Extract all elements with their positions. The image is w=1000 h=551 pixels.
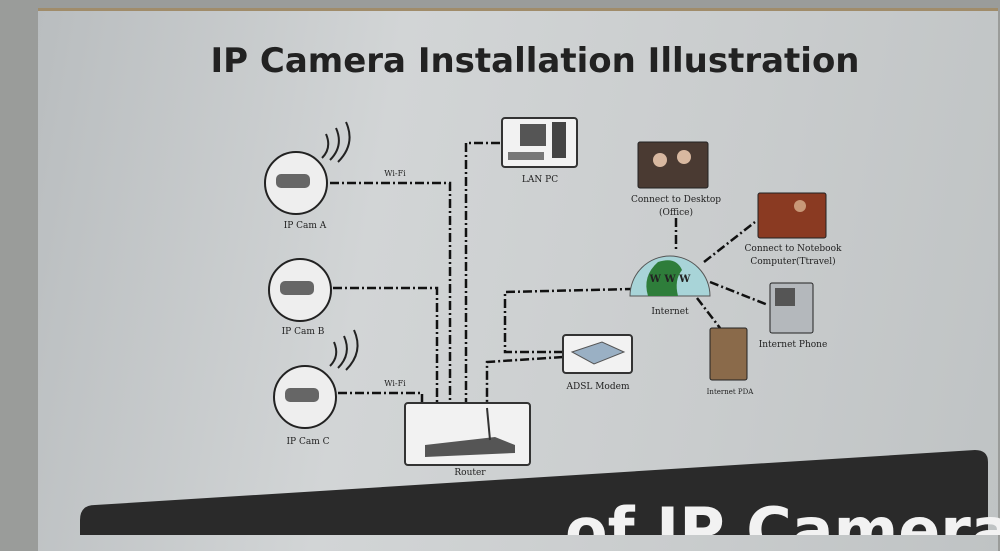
nodes-router-label: Router	[454, 468, 486, 478]
camera-icon	[285, 388, 319, 402]
nodes-modem-label: ADSL Modem	[566, 382, 630, 392]
router-icon	[425, 437, 515, 457]
antenna-icon	[486, 407, 491, 441]
nodes-wifi-a-label: Wi-Fi	[384, 169, 406, 178]
adsl-modem: ADSL Modem	[562, 334, 633, 392]
ip-cam-a: IP Cam A Wi-Fi	[264, 121, 406, 231]
travel-photo	[757, 192, 827, 239]
nodes-cam-a-label: IP Cam A	[284, 221, 327, 231]
link-pc-router	[464, 141, 500, 405]
wifi-signal-icon	[329, 329, 359, 371]
internet-pda: Internet PDA	[707, 327, 755, 396]
link-internet-phone	[709, 280, 769, 307]
link-modem-router	[485, 355, 564, 405]
nodes-notebook-1-label: Connect to Notebook	[745, 244, 842, 254]
installation-diagram: IP Camera Installation Illustration IP C…	[80, 41, 1000, 535]
tower-icon	[552, 122, 566, 158]
bottom-banner: of IP Camera	[80, 450, 1000, 535]
nodes-internet-label: Internet	[651, 307, 689, 317]
ip-cam-b: IP Cam B	[268, 258, 332, 337]
nodes-globe-text-label: W W W	[649, 274, 691, 285]
lan-pc: LAN PC	[501, 117, 578, 185]
link-modem-internet	[503, 287, 633, 354]
router: Router	[404, 402, 531, 478]
link-cam-c-router	[338, 391, 424, 405]
ip-cam-c: IP Cam C Wi-Fi	[273, 329, 406, 447]
modem-icon	[570, 341, 626, 365]
connections	[330, 141, 769, 405]
notebook-travel: Connect to Notebook Computer(Ttravel)	[745, 192, 842, 267]
nodes-pda-label: Internet PDA	[707, 388, 755, 396]
camera-icon	[276, 174, 310, 188]
wifi-signal-icon	[321, 121, 351, 163]
pda-photo	[709, 327, 748, 381]
internet-globe: W W W Internet	[629, 255, 711, 317]
nodes-cam-b-label: IP Cam B	[282, 327, 325, 337]
link-internet-notebook	[703, 221, 756, 263]
nodes-wifi-c-label: Wi-Fi	[384, 379, 406, 388]
link-cam-b-router	[333, 286, 439, 405]
nodes-cam-c-label: IP Cam C	[286, 437, 329, 447]
nodes-notebook-2-label: Computer(Ttravel)	[750, 256, 835, 267]
office-photo	[637, 141, 709, 189]
desktop-office: Connect to Desktop (Office)	[631, 141, 721, 218]
link-cam-a-router	[330, 181, 452, 405]
keyboard-icon	[508, 152, 544, 160]
internet-phone: Internet Phone	[759, 282, 828, 350]
diagram-title: IP Camera Installation Illustration	[210, 41, 859, 81]
monitor-icon	[520, 124, 546, 146]
nodes-desktop-1-label: Connect to Desktop	[631, 195, 721, 205]
nodes-lan-pc-label: LAN PC	[522, 175, 558, 185]
link-internet-pda	[696, 297, 721, 329]
camera-icon	[280, 281, 314, 295]
nodes-phone-label: Internet Phone	[759, 340, 828, 350]
banner-text: of IP Camera	[565, 494, 1000, 535]
nodes-desktop-2-label: (Office)	[659, 207, 693, 218]
